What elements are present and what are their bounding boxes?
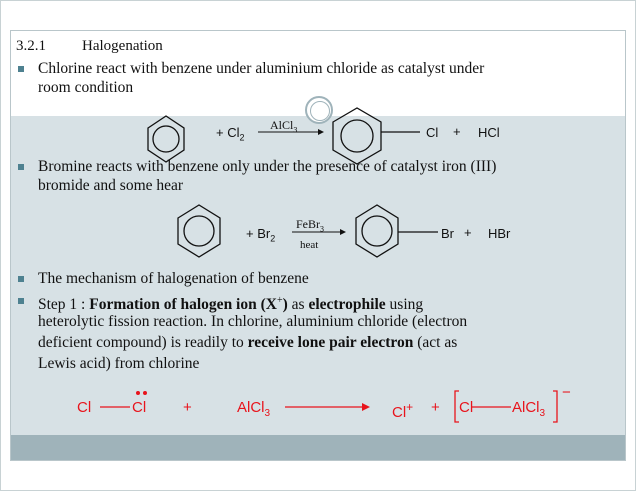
bullet-2-line-1: Bromine reacts with benzene only under t… (38, 158, 497, 175)
left-bracket (454, 390, 459, 423)
reaction-1-plus: + (453, 124, 461, 139)
section-number: 3.2.1 (16, 38, 46, 54)
benzene-ring-product-2 (355, 204, 438, 258)
content-band (10, 116, 626, 435)
reaction-2-reagent: + Br2 (246, 226, 276, 244)
bullet-1-line-1: Chlorine react with benzene under alumin… (38, 60, 485, 77)
reaction-2-catalyst: FeBr3 (296, 217, 324, 234)
reaction-3-left-cl: Cl (77, 399, 92, 416)
reaction-2-product-group: Br (441, 226, 454, 241)
reaction-3-right-cl: Cl (132, 399, 147, 416)
right-bracket (553, 390, 558, 423)
reaction-1-product-group: Cl (426, 125, 439, 140)
decorative-ring-icon (305, 96, 333, 124)
bullet-4-line-1: Step 1 : Formation of halogen ion (X+) a… (38, 295, 424, 314)
bullet-4-line-3: deficient compound) is readily to receiv… (38, 334, 458, 351)
bullet-1-line-2: room condition (38, 79, 134, 96)
lone-pair-dot (143, 391, 147, 395)
slide-frame (10, 30, 626, 461)
bullet-4-line-4: Lewis acid) from chlorine (38, 355, 200, 372)
reaction-1-byproduct: HCl (478, 125, 500, 140)
benzene-ring-product-1 (332, 107, 420, 165)
reaction-3-complex-cl: Cl (459, 399, 474, 416)
reaction-arrow-3-head (362, 403, 370, 411)
bullet-3-line-1: The mechanism of halogenation of benzene (38, 270, 309, 287)
reaction-arrow-2 (292, 229, 346, 235)
benzene-ring-reactant-1 (147, 115, 185, 163)
lone-pair-dot (136, 391, 140, 395)
section-title: Halogenation (82, 38, 163, 54)
bottom-band (10, 435, 626, 461)
bullet-marker (18, 66, 24, 72)
reaction-1-catalyst: AlCl3 (270, 118, 298, 135)
reaction-2-condition: heat (300, 239, 319, 251)
bullet-marker (18, 276, 24, 282)
reaction-arrow-1 (258, 129, 324, 135)
benzene-ring-reactant-2 (177, 204, 221, 258)
bullet-4-line-2: heterolytic fission reaction. In chlorin… (38, 313, 468, 330)
reaction-3-plus-1: + (183, 399, 192, 416)
reaction-3-cl-ion: Cl+ (392, 400, 414, 421)
reaction-1-reagent: + Cl2 (216, 125, 245, 143)
reaction-2-plus: + (464, 225, 472, 240)
bullet-2-line-2: bromide and some hear (38, 177, 184, 194)
reaction-3-alcl3: AlCl3 (237, 399, 271, 419)
reaction-2-byproduct: HBr (488, 226, 511, 241)
bullet-marker (18, 164, 24, 170)
reaction-3-complex-charge: − (562, 384, 571, 401)
reaction-3-plus-2: + (431, 399, 440, 416)
reaction-3-complex-alcl3: AlCl3 (512, 399, 546, 419)
bullet-marker (18, 298, 24, 304)
